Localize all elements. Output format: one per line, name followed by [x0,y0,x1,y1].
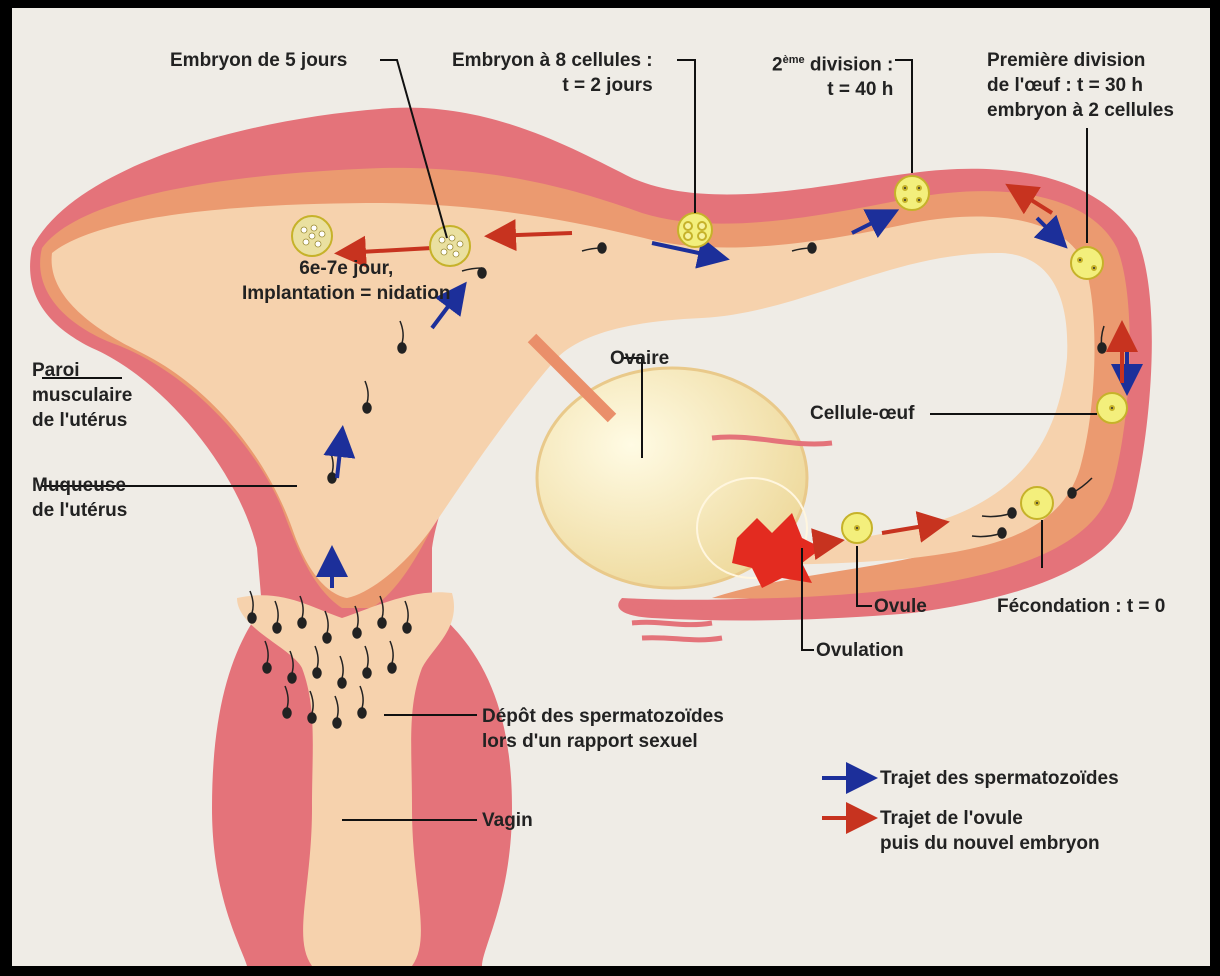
embryo-2-cells [1071,247,1103,279]
label-ovaire: Ovaire [610,346,669,371]
label-ovule: Ovule [874,594,927,619]
embryo-8-cells [678,213,712,247]
label-muqueuse: Muqueuse de l'utérus [32,473,127,523]
label-premiere-division: Première division de l'œuf : t = 30 h em… [987,48,1174,123]
label-embryon-8-cellules: Embryon à 8 cellules : t = 2 jours [452,48,653,98]
legend-ovule-path: Trajet de l'ovule puis du nouvel embryon [880,806,1100,856]
diagram-frame: Embryon de 5 jours Embryon à 8 cellules … [12,8,1210,966]
label-cellule-oeuf: Cellule-œuf [810,401,915,426]
label-ovulation: Ovulation [816,638,904,663]
legend-sperm-path: Trajet des spermatozoïdes [880,766,1119,791]
label-fecondation: Fécondation : t = 0 [997,594,1165,619]
label-implantation: 6e-7e jour, Implantation = nidation [242,256,450,306]
label-deuxieme-division: 2ème division : t = 40 h [772,48,893,102]
label-embryon-5-jours: Embryon de 5 jours [170,48,347,73]
embryo-4-cells [895,176,929,210]
label-depot-spermatozoides: Dépôt des spermatozoïdes lors d'un rappo… [482,704,724,754]
label-paroi-musculaire: Paroi musculaire de l'utérus [32,358,132,433]
label-vagin: Vagin [482,808,533,833]
